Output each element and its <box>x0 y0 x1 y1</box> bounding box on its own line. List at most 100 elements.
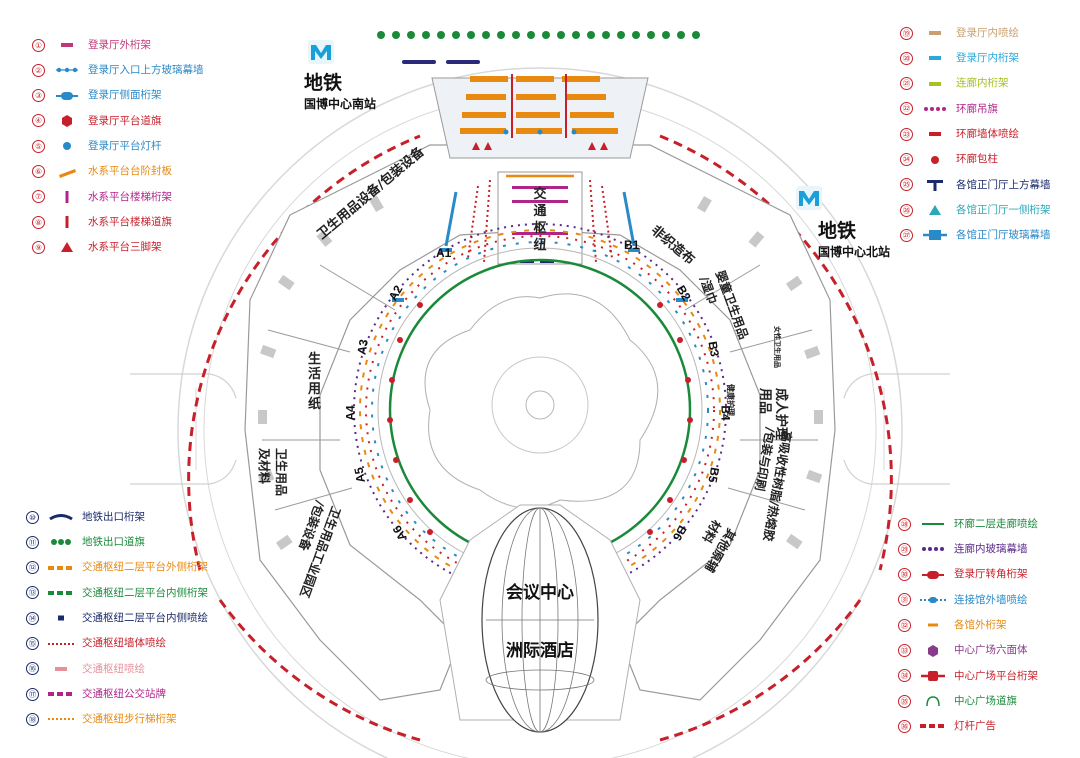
legend-symbol-icon <box>918 594 948 606</box>
legend-label: 登录厅外桁架 <box>88 38 151 51</box>
legend-symbol-icon <box>920 204 950 216</box>
legend-number: ⑭ <box>26 611 39 625</box>
entrance-lamps <box>503 129 577 135</box>
hall-b5[interactable]: B5 <box>705 466 722 484</box>
corridor-glass-walls <box>353 223 727 597</box>
legend-label: 环廊吊旗 <box>956 102 998 115</box>
legend-item: ⑫ 交通枢纽二层平台外侧桁架 <box>26 561 208 575</box>
legend-number: ⑥ <box>32 165 45 178</box>
lamp-ad-ring-bottom-left <box>218 599 421 742</box>
lamp-ad-ring-right <box>659 134 893 571</box>
hall-b1[interactable]: B1 <box>624 238 640 252</box>
hall-a5[interactable]: A5 <box>351 466 368 484</box>
legend-item: ㉚ 登录厅转角桁架 <box>898 568 1028 582</box>
legend-label: 登录厅入口上方玻璃幕墙 <box>88 64 204 77</box>
legend-item: ① 登录厅外桁架 <box>32 38 151 52</box>
legend-label: 水系平台三脚架 <box>88 241 162 254</box>
legend-number: ㉚ <box>898 568 911 582</box>
legend-label: 水系平台台阶封板 <box>88 165 172 178</box>
legend-label: 交通枢纽喷绘 <box>82 662 145 675</box>
entrance-stair-flags <box>511 74 567 138</box>
legend-label: 交通枢纽二层平台外侧桁架 <box>82 561 208 574</box>
legend-label: 各馆正门厅上方幕墙 <box>956 178 1051 191</box>
legend-number: ③ <box>32 89 45 103</box>
legend-symbol-icon <box>46 638 76 650</box>
corridor-hanging-flags <box>371 241 709 579</box>
hall-ring-building <box>244 144 836 701</box>
hall-dividers <box>262 264 818 511</box>
legend-label: 中心广场平台桁架 <box>954 669 1038 682</box>
legend-label: 交通枢纽步行梯桁架 <box>82 713 177 726</box>
legend-label: 地铁出口道旗 <box>82 536 145 549</box>
dome-lines <box>485 507 595 733</box>
central-plaza <box>424 293 659 509</box>
legend-symbol-icon <box>918 543 948 555</box>
legend-item: ⑥ 水系平台台阶封板 <box>32 165 172 179</box>
legend-label: 交通枢纽二层平台内侧喷绘 <box>82 611 208 624</box>
legend-label: 登录厅转角桁架 <box>954 568 1028 581</box>
zone-b4-line2: 用品 <box>757 388 772 415</box>
metro-north-title: 地铁 <box>818 220 857 242</box>
legend-label: 灯杆广告 <box>954 720 996 733</box>
hall-entrance-glass <box>392 248 688 302</box>
legend-item: ⑭ 交通枢纽二层平台内侧喷绘 <box>26 611 208 625</box>
legend-number: ㉔ <box>900 153 913 166</box>
legend-number: ① <box>32 38 45 52</box>
zone-label-a5: 卫生用品及材料 <box>256 448 290 496</box>
legend-symbol-icon <box>46 536 76 548</box>
legend-symbol-icon <box>52 166 82 178</box>
legend-number: ⑪ <box>26 535 39 549</box>
legend-number: ⑫ <box>26 561 39 575</box>
hub-wall-prints <box>467 179 613 263</box>
zone-a5-line1: 卫生用品 <box>274 448 288 497</box>
legend-symbol-icon <box>46 713 76 725</box>
legend-symbol-icon <box>46 612 76 624</box>
legend-symbol-icon <box>52 64 82 76</box>
legend-item: ㉒ 环廊吊旗 <box>900 102 998 116</box>
hall-a3[interactable]: A3 <box>354 338 371 356</box>
legend-label: 登录厅内喷绘 <box>956 26 1019 39</box>
legend-label: 连廊内玻璃幕墙 <box>954 543 1028 556</box>
hall-b4[interactable]: B4 <box>718 405 733 421</box>
metro-exit-flags <box>377 31 700 39</box>
legend-symbol-icon <box>52 39 82 51</box>
legend-item: ⑪ 地铁出口道旗 <box>26 535 145 549</box>
legend-symbol-icon <box>52 114 82 127</box>
legend-symbol-icon <box>46 663 76 675</box>
hall-a1[interactable]: A1 <box>436 246 452 260</box>
legend-number: ② <box>32 63 45 77</box>
legend-symbol-icon <box>920 179 950 191</box>
legend-number: ㉒ <box>900 102 913 116</box>
legend-label: 环廊包柱 <box>956 153 998 166</box>
legend-symbol-icon <box>920 103 950 115</box>
metro-exit-trusses <box>402 60 480 64</box>
legend-symbol-icon <box>46 688 76 700</box>
plaza-center <box>525 390 555 420</box>
hall-b3[interactable]: B3 <box>705 340 722 358</box>
hall-a4[interactable]: A4 <box>343 405 358 421</box>
legend-number: ④ <box>32 114 45 128</box>
metro-logo-north-icon <box>796 186 822 210</box>
legend-symbol-icon <box>920 78 950 90</box>
entrance-tripods <box>472 142 608 150</box>
outer-columns <box>258 195 823 551</box>
legend-number: ㉝ <box>898 644 911 657</box>
legend-symbol-icon <box>920 27 950 39</box>
legend-symbol-icon <box>920 154 950 166</box>
legend-symbol-icon <box>918 518 948 530</box>
legend-number: ⑨ <box>32 240 45 254</box>
corridor-pillars <box>387 302 693 535</box>
zone-label-b3: 女性卫生用品 <box>773 326 781 368</box>
